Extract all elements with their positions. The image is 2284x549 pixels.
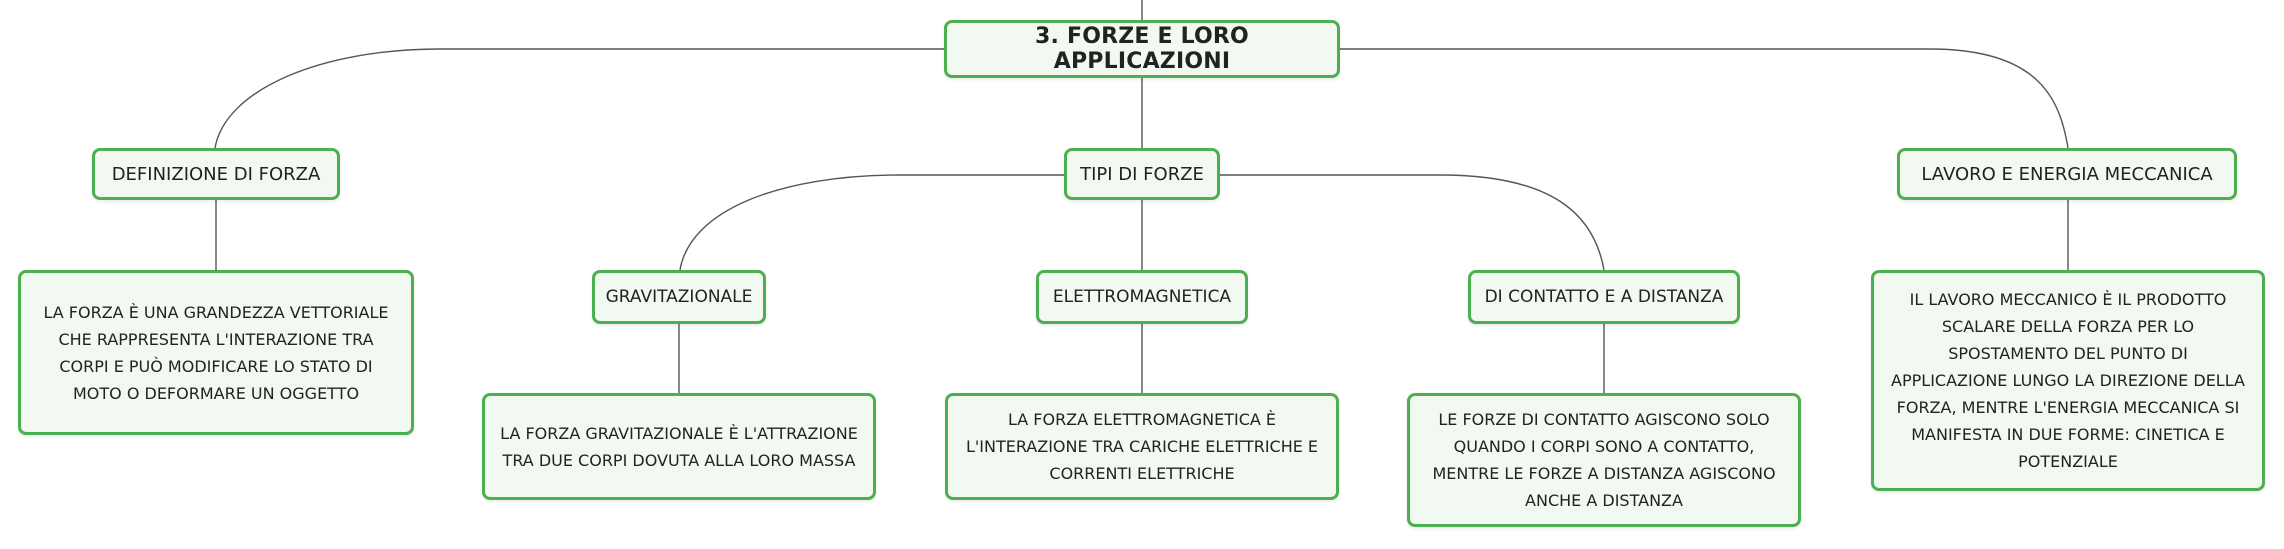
topic-definizione-label: DEFINIZIONE DI FORZA	[111, 163, 321, 185]
subtopic-contatto-distanza[interactable]: DI CONTATTO E A DISTANZA	[1468, 270, 1740, 324]
topic-tipi-label: TIPI DI FORZE	[1080, 163, 1204, 185]
description-definizione-text: LA FORZA È UNA GRANDEZZA VETTORIALE CHE …	[43, 302, 389, 403]
subtopic-elettromagnetica-label: ELETTROMAGNETICA	[1052, 287, 1232, 307]
description-gravitazionale-text: LA FORZA GRAVITAZIONALE È L'ATTRAZIONE T…	[500, 423, 858, 470]
topic-lavoro-label: LAVORO E ENERGIA MECCANICA	[1921, 163, 2213, 185]
description-elettromagnetica: LA FORZA ELETTROMAGNETICA È L'INTERAZION…	[945, 393, 1339, 500]
connector-tipi-gravitazionale	[679, 174, 1065, 271]
connector-tipi-contatto	[1219, 174, 1605, 271]
description-elettromagnetica-text: LA FORZA ELETTROMAGNETICA È L'INTERAZION…	[965, 410, 1319, 483]
description-gravitazionale: LA FORZA GRAVITAZIONALE È L'ATTRAZIONE T…	[482, 393, 876, 500]
topic-tipi-forze[interactable]: TIPI DI FORZE	[1064, 148, 1220, 200]
description-definizione: LA FORZA È UNA GRANDEZZA VETTORIALE CHE …	[18, 270, 414, 435]
description-contatto: LE FORZE DI CONTATTO AGISCONO SOLO QUAND…	[1407, 393, 1801, 527]
description-contatto-text: LE FORZE DI CONTATTO AGISCONO SOLO QUAND…	[1432, 410, 1776, 510]
subtopic-gravitazionale-label: GRAVITAZIONALE	[605, 287, 753, 307]
topic-lavoro-energia[interactable]: LAVORO E ENERGIA MECCANICA	[1897, 148, 2237, 200]
root-label: 3. FORZE E LORO APPLICAZIONI	[1035, 24, 1249, 74]
connector-root-lavoro	[1339, 48, 2069, 149]
description-lavoro-text: IL LAVORO MECCANICO È IL PRODOTTO SCALAR…	[1891, 290, 2245, 471]
subtopic-contatto-label: DI CONTATTO E A DISTANZA	[1484, 287, 1724, 307]
subtopic-elettromagnetica[interactable]: ELETTROMAGNETICA	[1036, 270, 1248, 324]
connector-root-definizione	[214, 48, 945, 149]
description-lavoro: IL LAVORO MECCANICO È IL PRODOTTO SCALAR…	[1871, 270, 2265, 491]
subtopic-gravitazionale[interactable]: GRAVITAZIONALE	[592, 270, 766, 324]
topic-definizione-forza[interactable]: DEFINIZIONE DI FORZA	[92, 148, 340, 200]
root-node[interactable]: 3. FORZE E LORO APPLICAZIONI	[944, 20, 1340, 78]
